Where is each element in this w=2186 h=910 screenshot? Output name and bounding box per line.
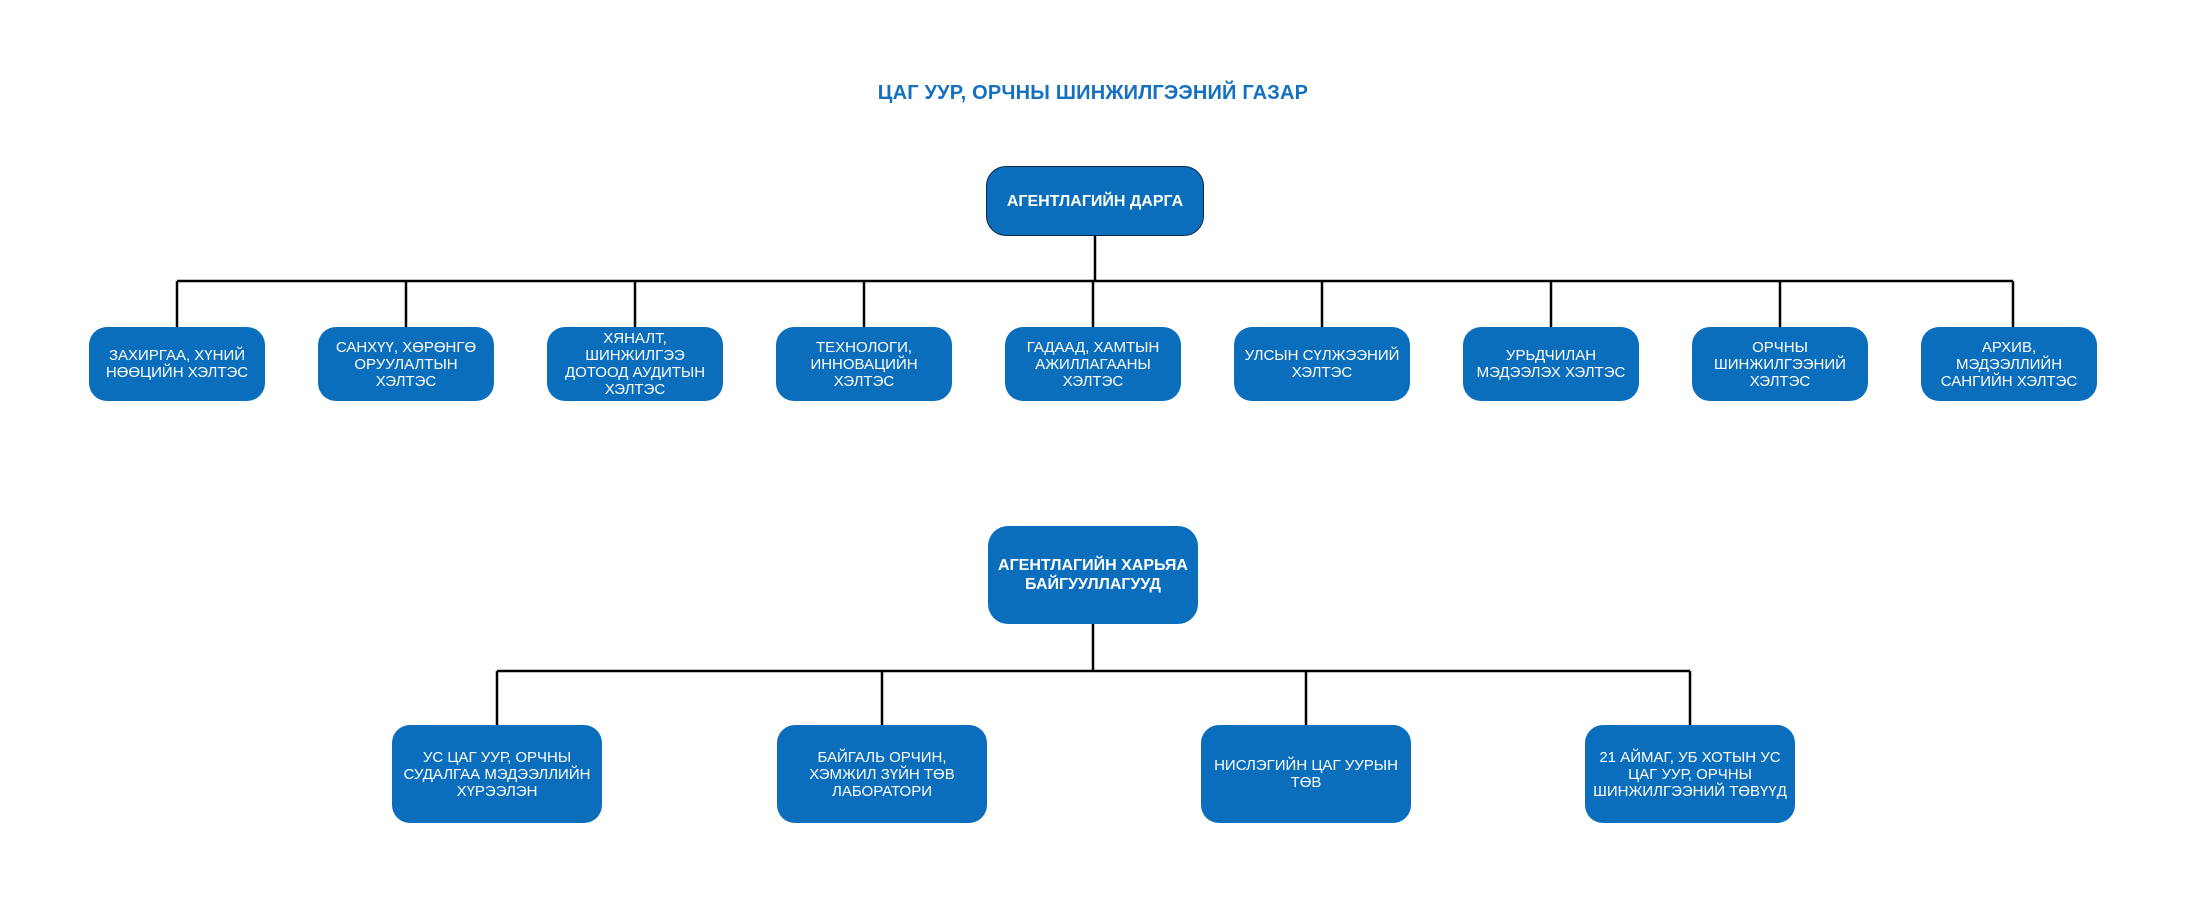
department-label: АРХИВ, МЭДЭЭЛЛИЙН САНГИЙН ХЭЛТЭС (1940, 338, 2078, 390)
department-label: ГАДААД, ХАМТЫН АЖИЛЛАГААНЫ ХЭЛТЭС (1026, 338, 1160, 390)
unit-label: НИСЛЭГИЙН ЦАГ УУРЫН ТӨВ (1214, 757, 1398, 791)
unit-box-research-institute[interactable]: УС ЦАГ УУР, ОРЧНЫ СУДАЛГАА МЭДЭЭЛЛИЙН ХҮ… (392, 725, 602, 823)
unit-box-aimag-centers[interactable]: 21 АЙМАГ, УБ ХОТЫН УС ЦАГ УУР, ОРЧНЫ ШИН… (1585, 725, 1795, 823)
department-label: ХЯНАЛТ, ШИНЖИЛГЭЭ ДОТООД АУДИТЫН ХЭЛТЭС (564, 330, 706, 398)
unit-box-aviation-meteorology[interactable]: НИСЛЭГИЙН ЦАГ УУРЫН ТӨВ (1201, 725, 1411, 823)
department-label: УРЬДЧИЛАН МЭДЭЭЛЭХ ХЭЛТЭС (1476, 347, 1626, 381)
agency-director-box[interactable]: АГЕНТЛАГИЙН ДАРГА (986, 166, 1204, 236)
subordinate-organizations-box[interactable]: АГЕНТЛАГИЙН ХАРЬЯА БАЙГУУЛЛАГУУД (988, 526, 1198, 624)
department-box-finance[interactable]: САНХҮҮ, ХӨРӨНГӨ ОРУУЛАЛТЫН ХЭЛТЭС (318, 327, 494, 401)
chart-title: ЦАГ УУР, ОРЧНЫ ШИНЖИЛГЭЭНИЙ ГАЗАР (877, 82, 1309, 104)
department-box-national-network[interactable]: УЛСЫН СҮЛЖЭЭНИЙ ХЭЛТЭС (1234, 327, 1410, 401)
department-box-hr[interactable]: ЗАХИРГАА, ХҮНИЙ НӨӨЦИЙН ХЭЛТЭС (89, 327, 265, 401)
department-label: ОРЧНЫ ШИНЖИЛГЭЭНИЙ ХЭЛТЭС (1714, 338, 1846, 390)
agency-director-label: АГЕНТЛАГИЙН ДАРГА (1006, 192, 1184, 210)
department-box-foreign-relations[interactable]: ГАДААД, ХАМТЫН АЖИЛЛАГААНЫ ХЭЛТЭС (1005, 327, 1181, 401)
subordinate-organizations-label: АГЕНТЛАГИЙН ХАРЬЯА БАЙГУУЛЛАГУУД (998, 557, 1188, 593)
unit-box-central-laboratory[interactable]: БАЙГАЛЬ ОРЧИН, ХЭМЖИЛ ЗҮЙН ТӨВ ЛАБОРАТОР… (777, 725, 987, 823)
department-box-archive[interactable]: АРХИВ, МЭДЭЭЛЛИЙН САНГИЙН ХЭЛТЭС (1921, 327, 2097, 401)
unit-label: 21 АЙМАГ, УБ ХОТЫН УС ЦАГ УУР, ОРЧНЫ ШИН… (1593, 748, 1787, 800)
department-box-audit[interactable]: ХЯНАЛТ, ШИНЖИЛГЭЭ ДОТООД АУДИТЫН ХЭЛТЭС (547, 327, 723, 401)
department-label: САНХҮҮ, ХӨРӨНГӨ ОРУУЛАЛТЫН ХЭЛТЭС (335, 338, 477, 390)
department-label: УЛСЫН СҮЛЖЭЭНИЙ ХЭЛТЭС (1244, 347, 1400, 381)
department-box-technology[interactable]: ТЕХНОЛОГИ, ИННОВАЦИЙН ХЭЛТЭС (776, 327, 952, 401)
department-box-forecasting[interactable]: УРЬДЧИЛАН МЭДЭЭЛЭХ ХЭЛТЭС (1463, 327, 1639, 401)
unit-label: УС ЦАГ УУР, ОРЧНЫ СУДАЛГАА МЭДЭЭЛЛИЙН ХҮ… (403, 748, 591, 800)
department-box-environment[interactable]: ОРЧНЫ ШИНЖИЛГЭЭНИЙ ХЭЛТЭС (1692, 327, 1868, 401)
department-label: ЗАХИРГАА, ХҮНИЙ НӨӨЦИЙН ХЭЛТЭС (105, 347, 249, 381)
unit-label: БАЙГАЛЬ ОРЧИН, ХЭМЖИЛ ЗҮЙН ТӨВ ЛАБОРАТОР… (809, 748, 955, 800)
department-label: ТЕХНОЛОГИ, ИННОВАЦИЙН ХЭЛТЭС (810, 338, 918, 390)
